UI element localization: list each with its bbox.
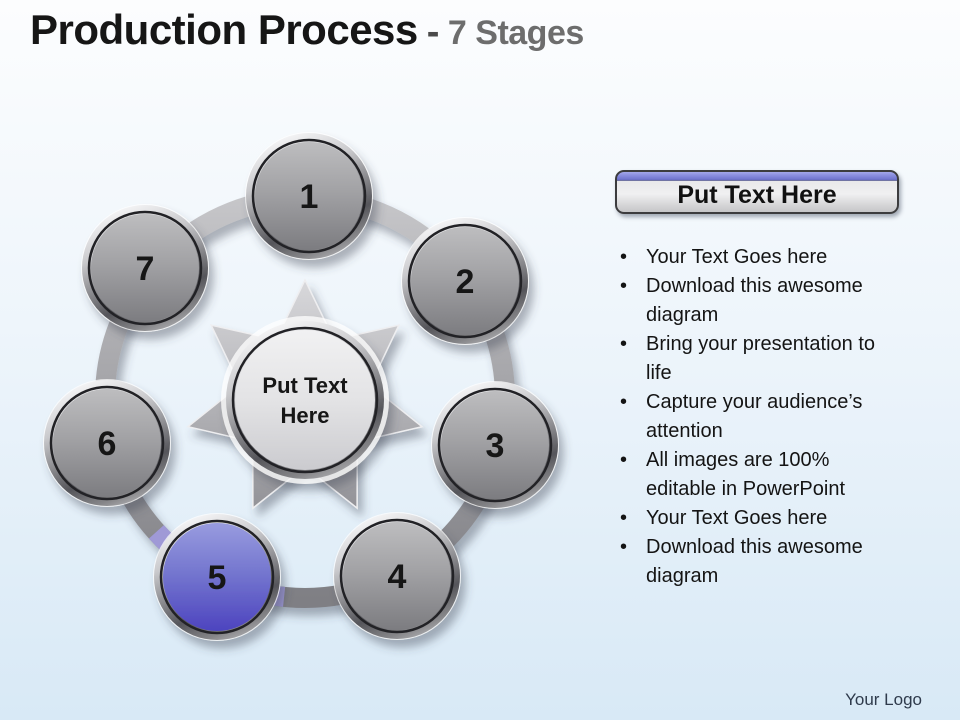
center-label-line2: Here (281, 403, 330, 428)
stage-number: 2 (456, 263, 475, 301)
title-main: Production Process (30, 6, 418, 53)
stage-circle-2[interactable]: 2 (401, 217, 529, 345)
stage-number: 6 (98, 425, 117, 463)
stage-circle-3[interactable]: 3 (431, 381, 559, 509)
stage-circle-5[interactable]: 5 (153, 513, 281, 641)
bullet-item: All images are 100% editable in PowerPoi… (613, 446, 901, 504)
stage-number: 5 (208, 559, 227, 597)
stage-circle-1[interactable]: 1 (245, 132, 373, 260)
bullet-item: Download this awesome diagram (613, 533, 901, 591)
stage-circle-4[interactable]: 4 (333, 512, 461, 640)
stage-number: 3 (486, 427, 505, 465)
title-suffix: 7 Stages (447, 14, 584, 52)
bullet-item: Bring your presentation to life (613, 330, 901, 388)
center-label-line1: Put Text (262, 373, 348, 398)
bullet-item: Download this awesome diagram (613, 272, 901, 330)
title-separator: - (426, 11, 440, 53)
logo-text: Your Logo (845, 690, 922, 709)
stage-number: 4 (388, 558, 407, 596)
stage-number: 1 (300, 178, 319, 216)
center-circle[interactable]: Put Text Here (221, 316, 389, 484)
stage-circle-6[interactable]: 6 (43, 379, 171, 507)
slide-title: Production Process-7 Stages (30, 6, 584, 54)
bullet-list: Your Text Goes here Download this awesom… (613, 243, 901, 591)
stage-circle-7[interactable]: 7 (81, 204, 209, 332)
bullet-item: Your Text Goes here (613, 504, 901, 533)
bullet-item: Your Text Goes here (613, 243, 901, 272)
stage-number: 7 (136, 250, 155, 288)
sidebar-header-button[interactable]: Put Text Here (615, 170, 899, 214)
bullet-item: Capture your audience’s attention (613, 388, 901, 446)
sidebar: Put Text Here Your Text Goes here Downlo… (613, 170, 913, 587)
